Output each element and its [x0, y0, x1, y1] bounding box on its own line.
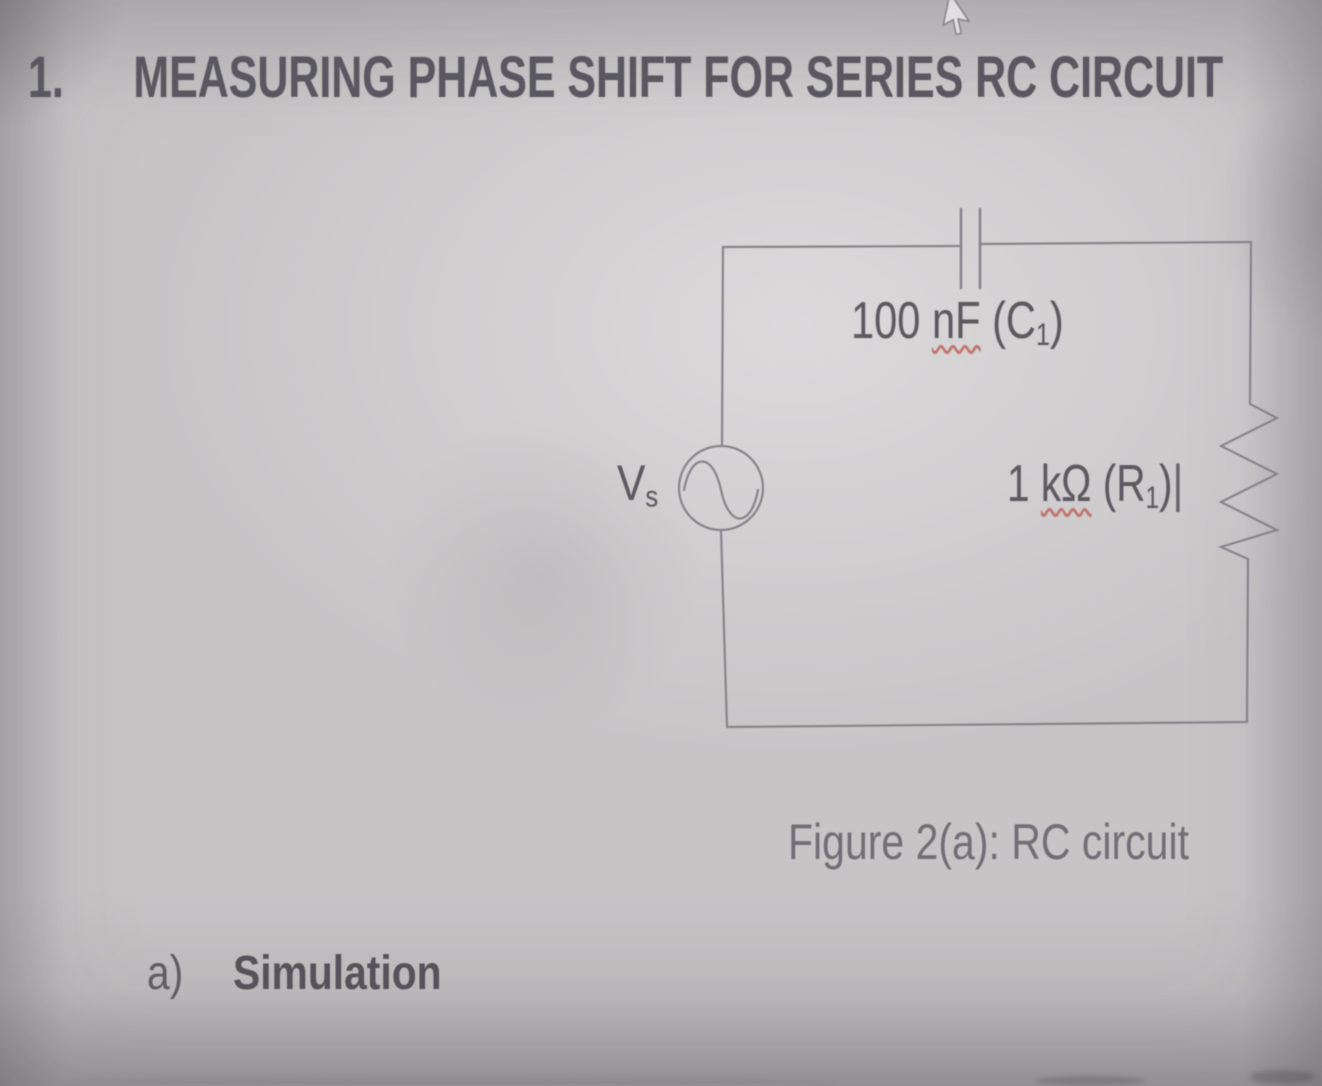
section-label: Simulation	[233, 947, 442, 1000]
wire-top-right	[978, 240, 1253, 246]
resistor-ref-close: )	[1159, 455, 1173, 513]
resistor-unit: kΩ	[1040, 455, 1092, 513]
resistor-icon	[1217, 402, 1280, 561]
sine-wave-icon	[682, 460, 760, 520]
capacitor-unit: nF	[931, 292, 981, 350]
circuit-wires	[719, 240, 1253, 729]
ac-source-circle	[677, 444, 765, 532]
photo-artifact	[1035, 1076, 1145, 1085]
capacitor-ref-close: )	[1049, 292, 1064, 350]
source-symbol: V	[617, 455, 646, 511]
source-label: Vs	[617, 458, 658, 513]
heading: 1. MEASURING PHASE SHIFT FOR SERIES RC C…	[28, 49, 1223, 107]
capacitor-ref-sub: 1	[1035, 316, 1050, 352]
section-letter: a)	[147, 947, 184, 1000]
resistor-label: 1 kΩ (R1)|	[1007, 458, 1183, 513]
wire-right-lower	[1245, 557, 1250, 724]
ac-source-icon	[677, 444, 765, 532]
wire-left-upper	[720, 245, 725, 448]
resistor-ref-open: (R	[1091, 455, 1146, 513]
wire-left-lower	[719, 528, 729, 729]
photo-artifact	[60, 1078, 840, 1084]
page-title: MEASURING PHASE SHIFT FOR SERIES RC CIRC…	[133, 45, 1224, 110]
text-caret: |	[1172, 455, 1184, 513]
wire-top-left	[721, 244, 963, 249]
photo-artifact	[1250, 1070, 1315, 1084]
wire-right-upper	[1248, 240, 1253, 406]
source-symbol-sub: s	[645, 480, 659, 514]
heading-number: 1.	[28, 45, 64, 110]
resistor-value: 1	[1007, 455, 1041, 513]
resistor-zigzag	[1217, 402, 1280, 561]
cursor-arrow	[942, 0, 971, 36]
capacitor-ref-open: (C	[980, 292, 1036, 350]
wire-bottom	[725, 720, 1249, 729]
capacitor-value: 100	[851, 292, 932, 350]
capacitor-label: 100 nF (C1)	[851, 295, 1064, 350]
resistor-ref-sub: 1	[1145, 479, 1160, 515]
capacitor-icon	[959, 207, 982, 290]
figure-caption: Figure 2(a): RC circuit	[788, 814, 1189, 870]
